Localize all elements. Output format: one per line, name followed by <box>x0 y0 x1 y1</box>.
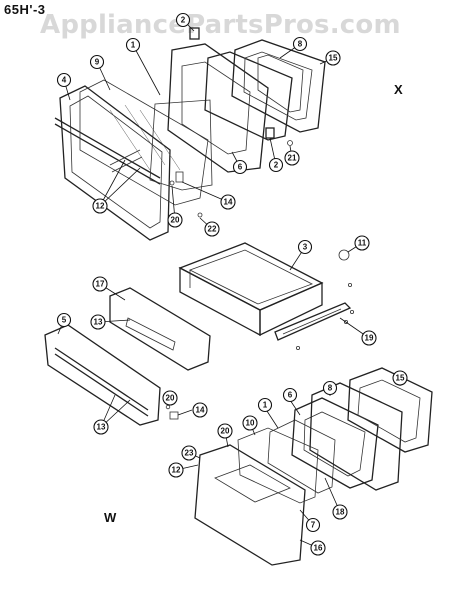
storage-drawer <box>178 242 324 337</box>
svg-text:14: 14 <box>224 198 233 207</box>
svg-text:17: 17 <box>96 280 105 289</box>
section-label-w: W <box>104 510 117 525</box>
hinge-top <box>189 27 200 40</box>
svg-text:20: 20 <box>221 427 230 436</box>
svg-text:21: 21 <box>288 154 297 163</box>
svg-text:23: 23 <box>185 449 194 458</box>
callout-23: 23 <box>181 445 197 461</box>
svg-text:4: 4 <box>62 76 67 85</box>
callout-15: 15 <box>392 370 408 386</box>
screw <box>165 404 171 410</box>
callout-15: 15 <box>325 50 341 66</box>
svg-text:6: 6 <box>238 163 243 172</box>
callout-9: 9 <box>89 54 105 70</box>
callout-18: 18 <box>332 504 348 520</box>
callout-4: 4 <box>56 72 72 88</box>
svg-text:12: 12 <box>172 466 181 475</box>
svg-text:13: 13 <box>94 318 103 327</box>
svg-text:8: 8 <box>298 40 303 49</box>
lower-door-outer-panel <box>194 444 306 566</box>
callout-6: 6 <box>232 159 248 175</box>
svg-text:22: 22 <box>208 225 217 234</box>
callout-14: 14 <box>192 402 208 418</box>
svg-text:9: 9 <box>95 58 100 67</box>
callout-12: 12 <box>92 198 108 214</box>
callout-14: 14 <box>220 194 236 210</box>
section-label-x: X <box>394 82 403 97</box>
callout-16: 16 <box>310 540 326 556</box>
callout-6: 6 <box>282 387 298 403</box>
screw-20 <box>169 180 175 186</box>
screw <box>343 319 348 324</box>
callout-17: 17 <box>92 276 108 292</box>
svg-text:10: 10 <box>246 419 255 428</box>
svg-text:15: 15 <box>396 374 405 383</box>
lower-door-inner-frames <box>237 367 433 504</box>
svg-text:2: 2 <box>181 16 186 25</box>
svg-text:2: 2 <box>274 161 279 170</box>
svg-text:18: 18 <box>336 508 345 517</box>
callout-8: 8 <box>292 36 308 52</box>
drawer-slide-rail <box>274 302 352 341</box>
callout-19: 19 <box>361 330 377 346</box>
watermark-text: AppliancePartsPros.com <box>40 10 401 40</box>
callout-20: 20 <box>162 390 178 406</box>
svg-text:7: 7 <box>311 521 316 530</box>
svg-text:16: 16 <box>314 544 323 553</box>
callout-22: 22 <box>204 221 220 237</box>
drawer-handle-frame <box>44 324 161 426</box>
callout-11: 11 <box>354 235 370 251</box>
screw-22 <box>197 212 203 218</box>
callout-20: 20 <box>167 212 183 228</box>
callout-8: 8 <box>322 380 338 396</box>
svg-text:13: 13 <box>97 423 106 432</box>
clip-14 <box>175 171 184 183</box>
callout-3: 3 <box>297 239 313 255</box>
upper-door-frame <box>54 85 171 241</box>
svg-text:20: 20 <box>171 216 180 225</box>
screw <box>295 345 300 350</box>
drawer-roller <box>338 249 350 261</box>
svg-text:8: 8 <box>328 384 333 393</box>
svg-text:15: 15 <box>329 54 338 63</box>
callout-10: 10 <box>242 415 258 431</box>
upper-door-insulation <box>149 99 213 191</box>
svg-text:3: 3 <box>303 243 308 252</box>
upper-door-glass <box>79 79 209 206</box>
svg-text:6: 6 <box>288 391 293 400</box>
callout-20: 20 <box>217 423 233 439</box>
callout-1: 1 <box>125 37 141 53</box>
callout-5: 5 <box>56 312 72 328</box>
callout-13: 13 <box>90 314 106 330</box>
hinge-bottom <box>265 127 275 139</box>
screw <box>349 309 354 314</box>
svg-text:1: 1 <box>263 401 268 410</box>
callout-7: 7 <box>305 517 321 533</box>
svg-text:5: 5 <box>62 316 67 325</box>
screw <box>347 282 352 287</box>
callout-21: 21 <box>284 150 300 166</box>
callout-2: 2 <box>175 12 191 28</box>
svg-text:19: 19 <box>365 334 374 343</box>
drawer-front-panel <box>109 287 211 371</box>
svg-text:1: 1 <box>131 41 136 50</box>
upper-door-inner-frames <box>167 39 326 173</box>
model-number: 65H'-3 <box>4 2 46 17</box>
callout-12: 12 <box>168 462 184 478</box>
screw-21 <box>287 140 293 146</box>
svg-text:12: 12 <box>96 202 105 211</box>
callout-2: 2 <box>268 157 284 173</box>
callout-13: 13 <box>93 419 109 435</box>
clip <box>169 411 179 420</box>
svg-text:14: 14 <box>196 406 205 415</box>
callout-1: 1 <box>257 397 273 413</box>
svg-text:20: 20 <box>166 394 175 403</box>
svg-text:11: 11 <box>358 239 367 248</box>
